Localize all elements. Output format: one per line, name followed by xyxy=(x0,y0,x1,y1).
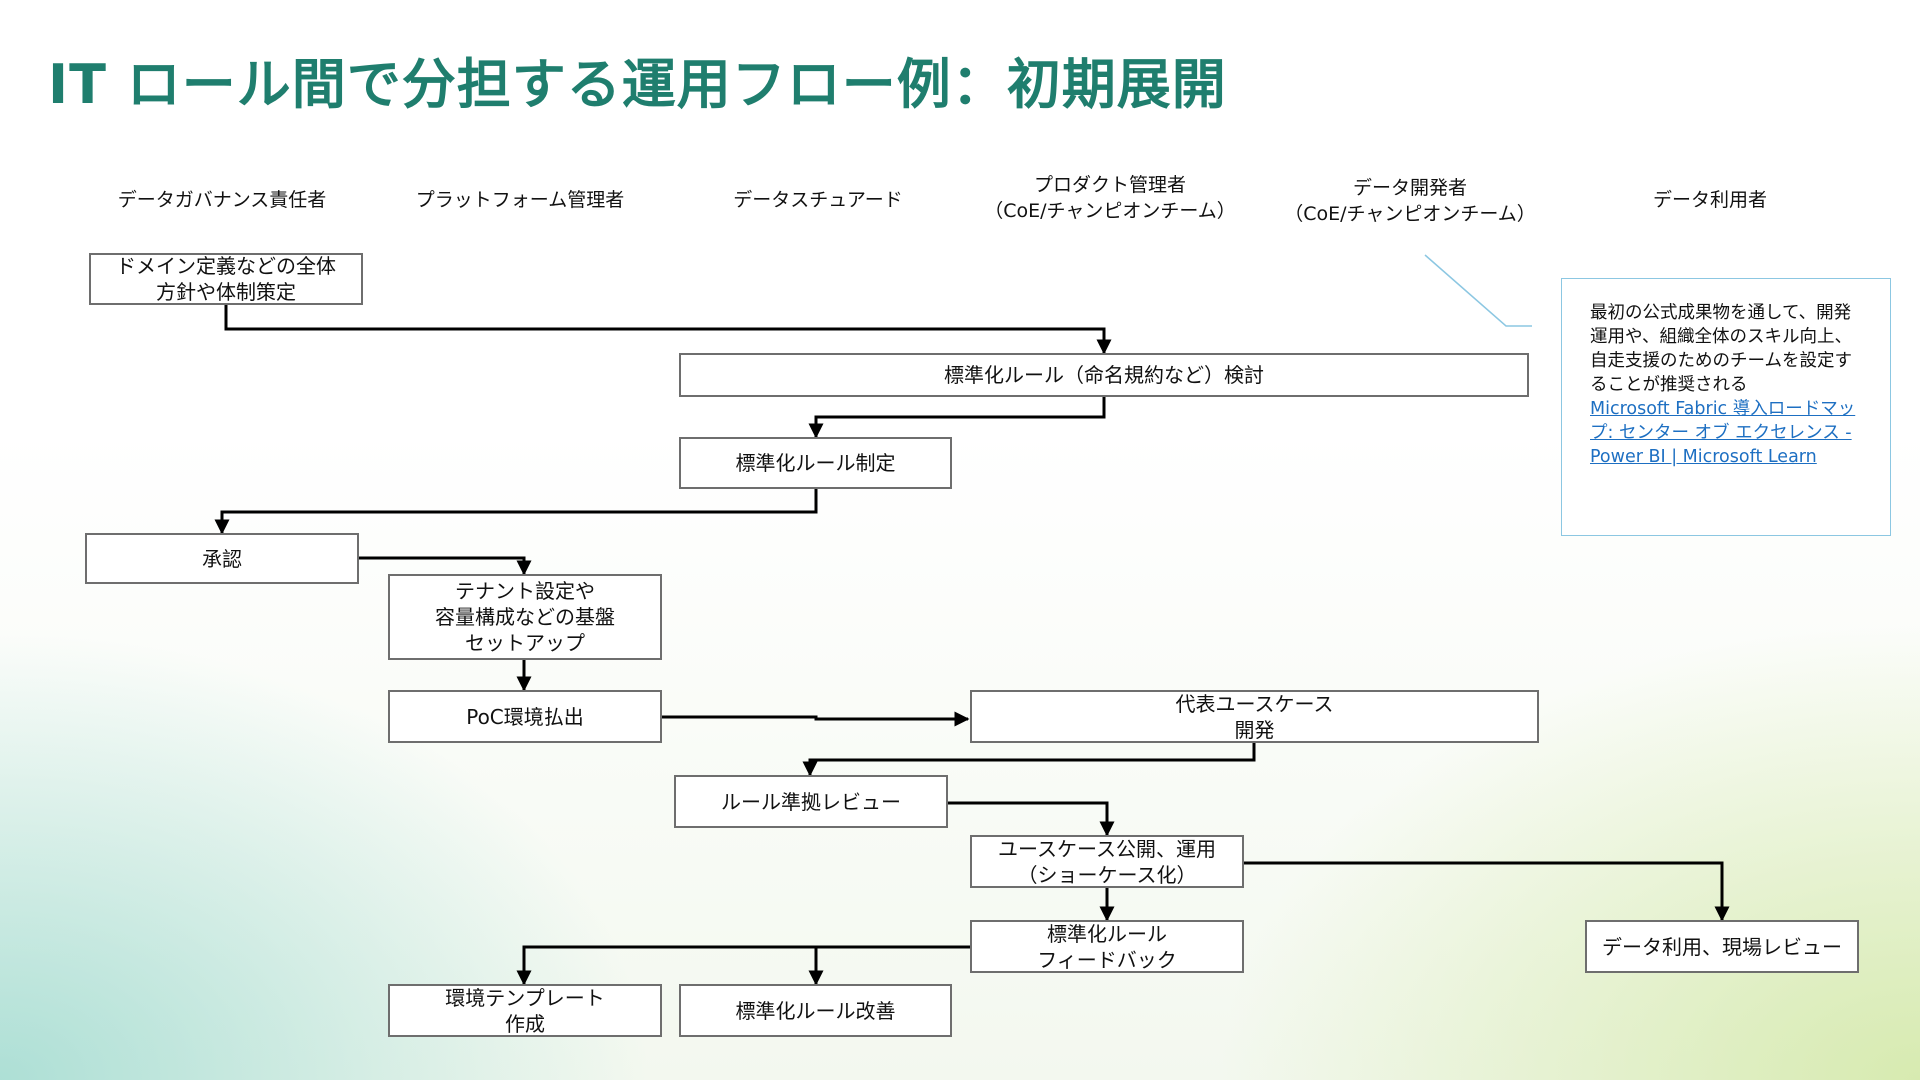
step-rule-compliance-review: ルール準拠レビュー xyxy=(674,775,948,828)
arrow-rulereview-to-publish xyxy=(946,801,1115,837)
column-header-platform-admin: プラットフォーム管理者 xyxy=(400,187,640,213)
arrow-usecase-to-rulereview xyxy=(802,743,1256,777)
column-header-product-manager: プロダクト管理者 （CoE/チャンピオンチーム） xyxy=(960,172,1260,224)
step-standard-rule-feedback: 標準化ルール フィードバック xyxy=(970,920,1244,973)
step-approval: 承認 xyxy=(85,533,359,584)
step-usecase-development: 代表ユースケース 開発 xyxy=(970,690,1539,743)
arrow-poc-to-usecase xyxy=(660,711,970,727)
step-data-use-review: データ利用、現場レビュー xyxy=(1585,920,1859,973)
column-header-label: プラットフォーム管理者 xyxy=(415,189,625,211)
column-header-label: データ開発者 xyxy=(1352,177,1467,199)
page-title: IT ロール間で分担する運用フロー例：初期展開 xyxy=(48,53,1227,116)
callout-note: 最初の公式成果物を通して、開発運用や、組織全体のスキル向上、自走支援のためのチー… xyxy=(1561,278,1891,536)
column-header-data-steward: データスチュアード xyxy=(700,187,936,213)
step-standard-rule-improve: 標準化ルール改善 xyxy=(679,984,952,1037)
step-environment-template: 環境テンプレート 作成 xyxy=(388,984,662,1037)
column-header-governance: データガバナンス責任者 xyxy=(100,187,344,213)
column-header-label: データスチュアード xyxy=(733,189,903,211)
column-header-data-consumer: データ利用者 xyxy=(1610,187,1810,213)
arrow-review-to-define xyxy=(808,397,1106,439)
column-header-sublabel: （CoE/チャンピオンチーム） xyxy=(1284,203,1536,225)
column-header-sublabel: （CoE/チャンピオンチーム） xyxy=(984,200,1236,222)
column-header-data-developer: データ開発者 （CoE/チャンピオンチーム） xyxy=(1260,175,1560,227)
arrow-feedback-to-template xyxy=(516,945,970,986)
column-header-label: データガバナンス責任者 xyxy=(117,189,327,211)
arrow-define-to-approval xyxy=(214,489,818,535)
step-poc-environment: PoC環境払出 xyxy=(388,690,662,743)
column-header-label: データ利用者 xyxy=(1652,189,1767,211)
callout-text: 最初の公式成果物を通して、開発運用や、組織全体のスキル向上、自走支援のためのチー… xyxy=(1590,303,1852,395)
arrow-policy-to-review xyxy=(224,305,1112,355)
step-domain-policy: ドメイン定義などの全体 方針や体制策定 xyxy=(89,253,363,305)
step-tenant-setup: テナント設定や 容量構成などの基盤 セットアップ xyxy=(388,574,662,660)
step-standard-rule-review: 標準化ルール（命名規約など）検討 xyxy=(679,353,1529,397)
step-usecase-publish: ユースケース公開、運用 （ショーケース化） xyxy=(970,835,1244,888)
callout-pointer xyxy=(1424,254,1532,327)
step-standard-rule-define: 標準化ルール制定 xyxy=(679,437,952,489)
callout-link[interactable]: Microsoft Fabric 導入ロードマップ: センター オブ エクセレン… xyxy=(1590,399,1856,467)
arrow-publish-to-datause xyxy=(1242,861,1730,922)
arrow-approval-to-tenant xyxy=(358,556,532,576)
column-header-label: プロダクト管理者 xyxy=(1033,174,1186,196)
